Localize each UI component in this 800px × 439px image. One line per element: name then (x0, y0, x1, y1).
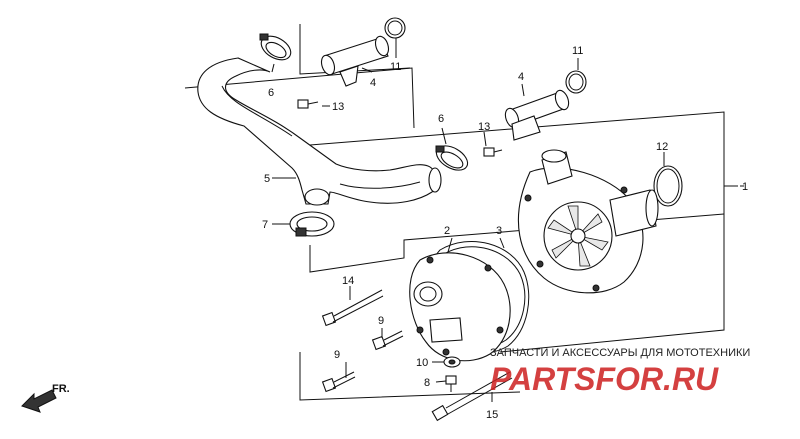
callout-2: 2 (444, 225, 450, 237)
y-hose (197, 57, 442, 206)
front-direction-indicator: FR. (21, 383, 70, 413)
callout-13-lower: 13 (478, 121, 490, 133)
callout-7: 7 (262, 219, 268, 231)
bolt-13-lower (483, 147, 503, 157)
o-ring-upper (384, 17, 406, 39)
callout-5: 5 (264, 173, 270, 185)
callout-12: 12 (656, 141, 668, 153)
bolt-15 (431, 371, 513, 422)
callout-3: 3 (496, 225, 502, 237)
front-arrow-icon (21, 389, 57, 413)
sealing-washer (443, 356, 461, 368)
callout-4-upper: 4 (370, 77, 376, 89)
callout-9-lower: 9 (334, 349, 340, 361)
callout-labels: 1 2 3 4 4 5 6 6 7 8 9 9 10 11 11 12 13 1… (262, 45, 748, 421)
water-pipe-lower (504, 89, 570, 141)
bolt-9-lower (321, 371, 356, 393)
callout-14: 14 (342, 275, 354, 287)
impeller (547, 205, 609, 267)
watermark-subtitle: ЗАПЧАСТИ И АКСЕССУАРЫ ДЛЯ МОТОТЕХНИКИ (490, 347, 750, 359)
bolt-9-upper (371, 330, 404, 351)
callout-1: 1 (742, 181, 748, 193)
watermark-brand: PARTSFOR.RU (490, 361, 719, 397)
water-pump-cover (409, 252, 511, 362)
watermark: ЗАПЧАСТИ И АКСЕССУАРЫ ДЛЯ МОТОТЕХНИКИ PA… (490, 347, 750, 397)
callout-11-upper: 11 (390, 61, 401, 73)
water-pump-body (517, 149, 659, 294)
leader-lines (271, 38, 744, 402)
callout-13-upper: 13 (332, 101, 344, 113)
callout-9-upper: 9 (378, 315, 384, 327)
hose-clamp-upper (259, 33, 292, 61)
callout-10: 10 (416, 357, 428, 369)
callout-11-right: 11 (572, 45, 583, 57)
water-pipe-upper (320, 35, 390, 87)
bolt-14 (321, 289, 384, 327)
callout-4-lower: 4 (518, 71, 524, 83)
o-ring-large (653, 165, 683, 207)
callout-15: 15 (486, 409, 498, 421)
front-label: FR. (52, 383, 70, 395)
hose-clamp-lower (289, 211, 335, 237)
callout-8: 8 (424, 377, 430, 389)
o-ring-right (565, 70, 587, 94)
callout-6-lower: 6 (438, 113, 444, 125)
drain-bolt (445, 375, 457, 392)
hose-clamp-middle (435, 145, 469, 171)
callout-6-upper: 6 (268, 87, 274, 99)
bolt-13-upper (297, 99, 319, 109)
